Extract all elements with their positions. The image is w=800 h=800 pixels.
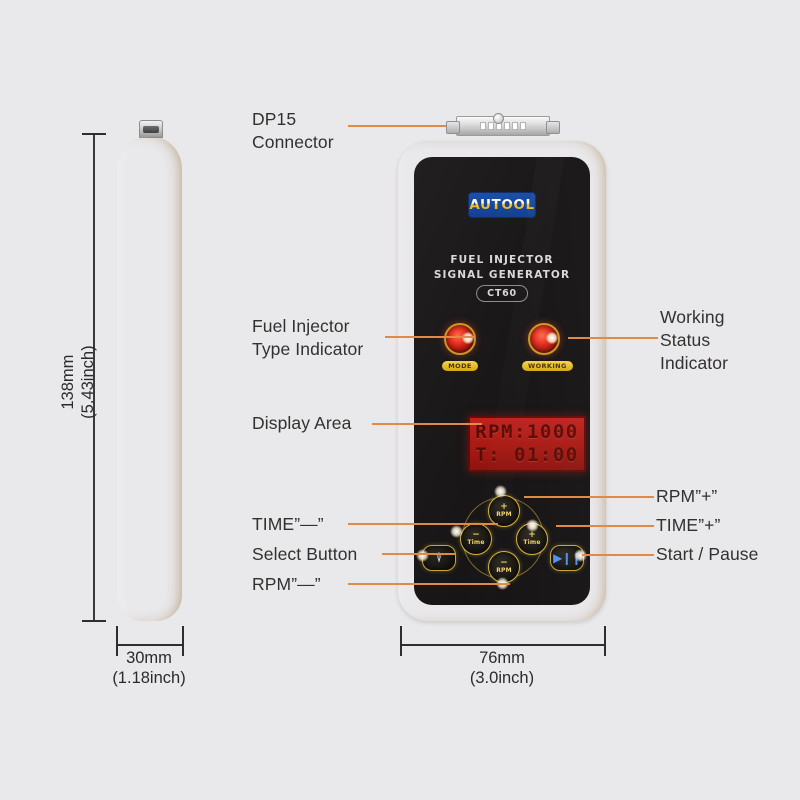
leader-working-status-indicator [568,337,658,339]
width-dimension-line [400,644,605,646]
depth-dimension-tick-left [116,626,118,656]
callout-select-button: Select Button [252,544,358,564]
brand-logo-text: AUTOOL [469,197,535,213]
leader-select-button [382,553,456,555]
working-led-icon [528,323,560,355]
product-name-line2: SIGNAL GENERATOR [433,269,571,282]
leader-display-area [372,423,482,425]
height-dimension-tick-bottom [82,620,106,622]
time-plus-symbol: + [528,530,536,541]
callout-rpm-plus: RPM”+” [656,486,718,506]
height-dimension-label: 138mm (5.43inch) [58,345,97,419]
width-dimension-label: 76mm (3.0inch) [469,649,535,688]
time-minus-label: Time [467,539,485,547]
depth-dimension-tick-right [182,626,184,656]
callout-time-plus: TIME”+” [656,515,721,535]
display-line-time: T: 01:00 [475,444,579,466]
leader-time-plus [556,525,654,527]
rpm-plus-label: RPM [496,511,512,519]
height-dimension-tick-top [82,133,106,135]
leader-fuel-injector-type-indicator [385,336,475,338]
leader-time-minus [348,523,498,525]
callout-dp15-connector: DP15 Connector [252,109,334,152]
rpm-plus-symbol: + [500,502,508,513]
depth-dimension-label: 30mm (1.18inch) [112,649,186,688]
rpm-minus-symbol: − [500,558,508,569]
mode-led-icon [444,323,476,355]
leader-dp15-connector [348,125,460,127]
time-plus-label: Time [523,539,541,547]
rpm-minus-label: RPM [496,567,512,575]
rpm-minus-button[interactable]: − RPM [488,551,520,583]
height-dimension-line [93,133,95,621]
product-name: FUEL INJECTOR SIGNAL GENERATOR [414,253,590,283]
fuel-injector-type-indicator: MODE [438,323,482,373]
product-name-line1: FUEL INJECTOR [450,254,554,266]
model-badge: CT60 [476,285,528,302]
time-plus-button[interactable]: + Time [516,523,548,555]
display-line-rpm: RPM:1000 [475,420,579,443]
time-minus-symbol: − [472,530,480,541]
width-dimension-tick-left [400,626,402,656]
working-status-indicator: WORKING [522,323,573,373]
play-pause-icon: ▶❙❙ [553,551,581,565]
side-view-device-body [117,136,182,621]
callout-display-area: Display Area [252,413,352,433]
display-area: RPM:1000 T: 01:00 [468,416,586,472]
connector-ear-left [446,121,460,134]
brand-logo: AUTOOL [469,193,535,217]
front-view-device-shell: AUTOOL FUEL INJECTOR SIGNAL GENERATOR CT… [398,141,606,621]
mode-led-label: MODE [442,361,478,371]
direction-pad: + RPM − Time + Time − RPM [450,485,548,590]
width-dimension-tick-right [604,626,606,656]
callout-working-status-indicator: Working Status Indicator [660,307,729,373]
leader-rpm-plus [524,496,654,498]
cursor-select-icon: ⍒ [435,550,443,566]
device-front-panel: AUTOOL FUEL INJECTOR SIGNAL GENERATOR CT… [414,157,590,605]
leader-start-pause [582,554,654,556]
start-pause-button[interactable]: ▶❙❙ [550,545,584,571]
callout-time-minus: TIME”—” [252,514,324,534]
dp15-connector [446,113,560,136]
connector-screw-icon [493,113,504,124]
callout-fuel-injector-type-indicator: Fuel Injector Type Indicator [252,316,364,359]
side-view-connector-cap [139,120,163,138]
connector-ear-right [546,121,560,134]
leader-rpm-minus [348,583,510,585]
depth-dimension-line [116,644,183,646]
callout-rpm-minus: RPM”—” [252,574,321,594]
working-led-label: WORKING [522,361,573,371]
time-minus-button[interactable]: − Time [460,523,492,555]
callout-start-pause: Start / Pause [656,544,759,564]
